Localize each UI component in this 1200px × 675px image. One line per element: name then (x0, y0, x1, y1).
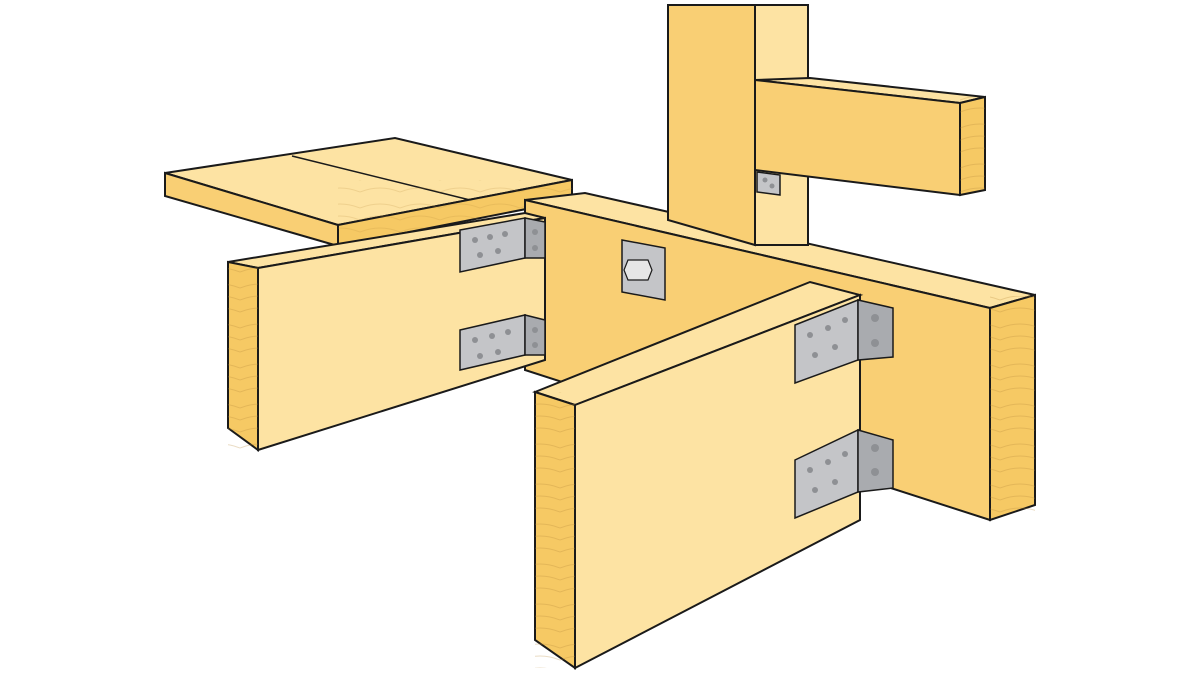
front-joist-bottom-bracket (794, 428, 894, 520)
front-joist-top-bracket (794, 298, 894, 385)
post-front-face (667, 4, 756, 247)
post-angle-bracket (756, 171, 781, 196)
left-joist (227, 211, 546, 452)
left-joist-bottom-bracket (459, 314, 546, 371)
upper-cross-beam (754, 76, 986, 197)
left-joist-top-bracket (459, 217, 546, 273)
front-joist (532, 280, 864, 670)
bolt-plate (621, 239, 666, 301)
